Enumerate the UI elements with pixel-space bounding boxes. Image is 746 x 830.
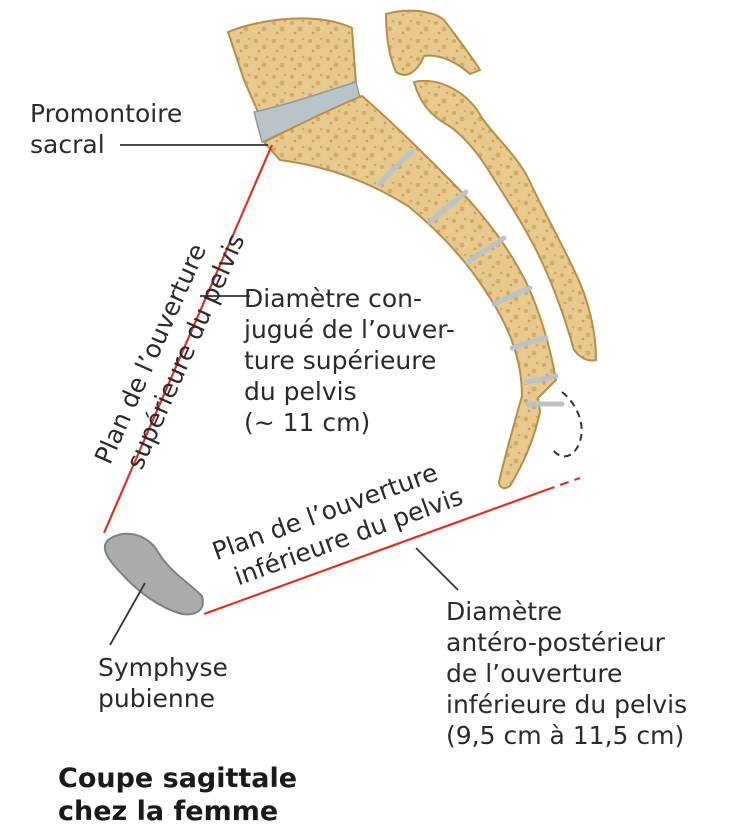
label-promontory: Promontoire sacral xyxy=(30,98,182,160)
label-ap-diameter: Diamètre antéro-postérieur de l’ouvertur… xyxy=(446,596,687,751)
figure-caption: Coupe sagittale chez la femme xyxy=(58,762,297,828)
ap-diameter-dashed xyxy=(546,478,580,490)
pubic-symphysis xyxy=(105,534,203,615)
sacral-crest xyxy=(386,11,480,75)
label-pubic-symphysis: Symphyse pubienne xyxy=(98,652,228,714)
label-conjugate-diameter: Diamètre con- jugué de l’ouver- ture sup… xyxy=(244,283,455,438)
